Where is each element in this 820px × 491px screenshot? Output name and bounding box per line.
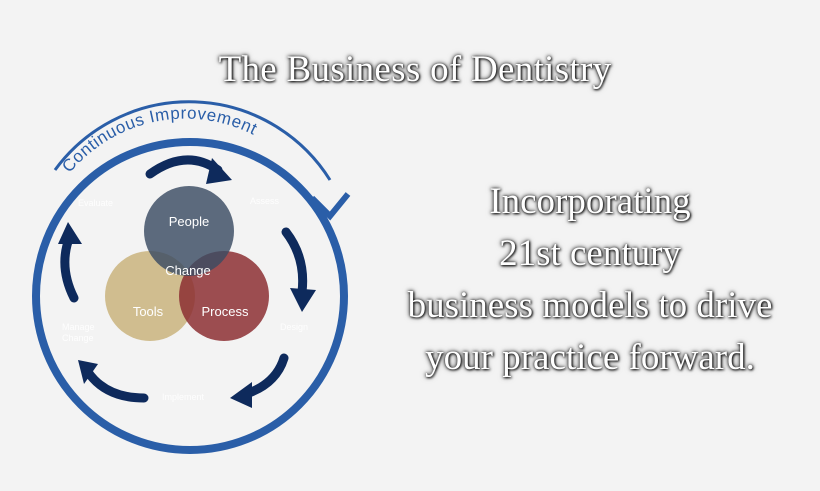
step-label-design: Design <box>280 322 308 332</box>
venn-people-label: People <box>169 214 209 229</box>
arrowhead-top-icon <box>206 158 232 184</box>
ring-label-arc <box>53 100 332 181</box>
venn-process-label: Process <box>202 304 249 319</box>
arrowhead-right-icon <box>290 288 316 312</box>
tagline-line-4: your practice forward. <box>425 337 755 378</box>
step-label-evaluate: Evaluate <box>78 198 113 208</box>
improvement-ring <box>32 138 348 454</box>
arrowhead-left-icon <box>58 222 82 244</box>
tagline: Incorporating 21st century business mode… <box>360 176 820 384</box>
step-label-manage-line-1: Manage <box>62 322 95 332</box>
arrowhead-bottom-right-icon <box>230 382 252 408</box>
step-label-manage: Manage Change <box>62 322 97 343</box>
step-label-implement: Implement <box>162 392 205 402</box>
cycle-arrow-left-icon <box>60 231 79 303</box>
cycle-arrow-right-icon <box>281 227 308 297</box>
step-label-assess: Assess <box>250 196 280 206</box>
venn-diagram <box>105 186 269 341</box>
cycle-arrow-top-icon <box>145 155 223 179</box>
page-title: The Business of Dentistry <box>218 49 612 90</box>
cycle-arrow-bottom-left-icon <box>83 367 149 403</box>
venn-change-label: Change <box>165 263 211 278</box>
tagline-line-1: Incorporating <box>489 181 691 222</box>
cycle-arrowheads <box>58 158 316 408</box>
continuous-improvement-diagram: Continuous Improvement Evaluate Assess D… <box>32 96 351 454</box>
tagline-line-2: 21st century <box>499 233 681 274</box>
arrowhead-bottom-left-icon <box>78 360 98 384</box>
ring-label-band <box>47 96 333 190</box>
tagline-line-3: business models to drive <box>407 285 773 326</box>
venn-tools-label: Tools <box>133 304 164 319</box>
ring-arrowhead-icon <box>309 192 351 221</box>
venn-people-circle <box>144 186 234 276</box>
venn-tools-circle <box>105 251 195 341</box>
step-label-manage-line-2: Change <box>62 333 94 343</box>
